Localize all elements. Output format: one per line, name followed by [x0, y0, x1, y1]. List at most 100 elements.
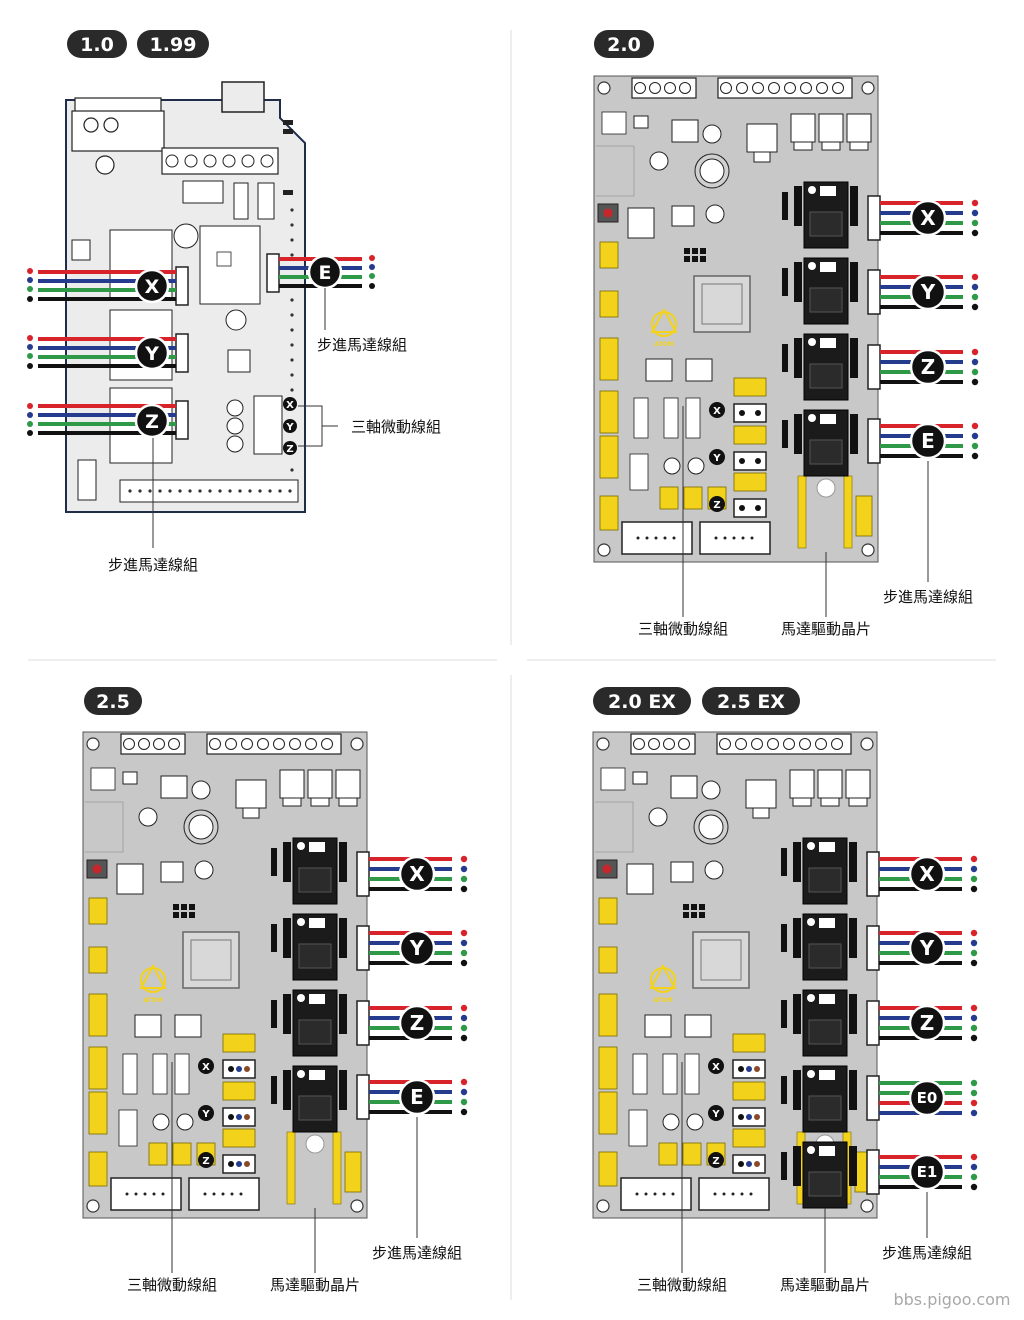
driver-smd: [819, 994, 835, 1004]
driver-smd: [819, 918, 835, 928]
driver-pin-header: [794, 414, 802, 454]
old-board-wire-x: X: [27, 266, 189, 306]
ic-chip: [627, 207, 655, 239]
pin: [699, 912, 705, 918]
mounting-hole: [350, 1199, 364, 1213]
resistor-array: [122, 1053, 138, 1095]
panel-v1-0-1-99: 1.0 1.99: [27, 30, 441, 574]
motor-wire-end: [970, 855, 978, 863]
motor-wire-end: [460, 1024, 468, 1032]
small-connector: [685, 358, 713, 382]
driver-potentiometer: [808, 414, 816, 422]
motor-axis-label-e0: E0: [917, 1089, 938, 1107]
motor-axis-badge: [908, 855, 946, 893]
panel-v2-5: 2.5ATOMXYZXYZE步進馬達線組三軸微動線組馬達驅動晶片: [82, 687, 468, 1294]
endstop-wire-dot: [228, 1066, 234, 1072]
driver-jumper-pins: [782, 344, 788, 372]
capacitor: [705, 204, 725, 224]
endstop-wire-dot: [739, 410, 745, 416]
endstop-axis-marker: [709, 496, 725, 512]
mcu-chip: [182, 931, 240, 989]
yellow-header: [599, 337, 619, 381]
motor-connector: [867, 269, 881, 315]
screw-terminal: [123, 738, 135, 750]
motor-wire-end: [460, 865, 468, 873]
screw-terminal: [168, 738, 180, 750]
motor-wire-end: [460, 885, 468, 893]
driver-pin-header: [849, 1070, 857, 1110]
driver-pin-header: [283, 918, 291, 958]
motor-wire-end: [971, 219, 979, 227]
motor-wire-end: [971, 442, 979, 450]
pin: [189, 912, 195, 918]
small-connector: [645, 358, 673, 382]
endstop-yellow-connector: [732, 1033, 766, 1053]
motor-wire-end: [460, 855, 468, 863]
pin: [662, 1192, 666, 1196]
screw-terminal: [649, 82, 661, 94]
motor-axis-label-x: X: [919, 862, 935, 886]
driver-pin-header: [850, 262, 858, 302]
motor-wire-end: [971, 273, 979, 281]
capacitor: [648, 807, 668, 827]
driver-chip: [808, 1171, 842, 1197]
driver-potentiometer: [297, 994, 305, 1002]
pin: [221, 1192, 225, 1196]
stepper-wire-label: 步進馬達線組: [882, 1244, 972, 1262]
fan-connector: [172, 1142, 192, 1166]
motor-wire-end: [970, 1109, 978, 1117]
ic-chip: [671, 205, 695, 227]
capacitor: [191, 780, 211, 800]
motor-wire-end: [970, 929, 978, 937]
endstop-axis-label-y: Y: [711, 1109, 720, 1120]
capacitor: [176, 1113, 194, 1131]
screw-terminal: [209, 738, 221, 750]
pin: [740, 1192, 744, 1196]
mosfet: [818, 113, 844, 143]
motor-wire-end: [970, 885, 978, 893]
motor-axis-badge: [398, 929, 436, 967]
pin: [713, 1192, 717, 1196]
mosfet-tab: [821, 141, 841, 151]
motor-wire-end: [460, 1034, 468, 1042]
old-axis-label-z: Z: [145, 411, 159, 433]
endstop-white-connector: [733, 403, 767, 423]
yellow-header: [599, 241, 619, 269]
regulator: [745, 779, 777, 809]
driver-smd: [819, 842, 835, 852]
smd-part: [122, 771, 138, 785]
motor-axis-badge: [908, 1079, 946, 1117]
motor-wire-end: [971, 432, 979, 440]
driver-pin-header: [283, 994, 291, 1034]
motor-wire-end: [460, 1078, 468, 1086]
driver-jumper-pins: [782, 420, 788, 448]
endstop-wire-dot: [738, 1066, 744, 1072]
pin-block: [629, 453, 649, 491]
pin: [671, 1192, 675, 1196]
endstop-axis-label-x: X: [202, 1062, 210, 1073]
endstop-axis-label-x: X: [713, 406, 721, 417]
endstop-axis-marker: [198, 1152, 214, 1168]
badge-2-0-bg: [594, 30, 654, 58]
driver-potentiometer: [808, 186, 816, 194]
capacitor: [704, 860, 724, 880]
pin: [212, 1192, 216, 1196]
driver-jumper-pins: [271, 1000, 277, 1028]
pin: [684, 256, 690, 262]
old-board-wire-z: Z: [27, 400, 189, 440]
regulator-tab: [753, 151, 771, 163]
screw-terminal: [736, 82, 748, 94]
screw-terminal: [663, 738, 675, 750]
driver-jumper-pins: [271, 924, 277, 952]
driver-pin-header: [283, 842, 291, 882]
endstop-wire-dot: [754, 1066, 760, 1072]
driver-potentiometer: [297, 918, 305, 926]
motor-wire-end: [971, 368, 979, 376]
small-connector: [644, 1014, 672, 1038]
resistor-array: [662, 1053, 678, 1095]
endstop-axis-marker: [708, 1058, 724, 1074]
motor-wire-end: [970, 949, 978, 957]
screw-terminal: [305, 738, 317, 750]
endstop-wire-dot: [755, 505, 761, 511]
thermistor-pins: [843, 475, 853, 549]
